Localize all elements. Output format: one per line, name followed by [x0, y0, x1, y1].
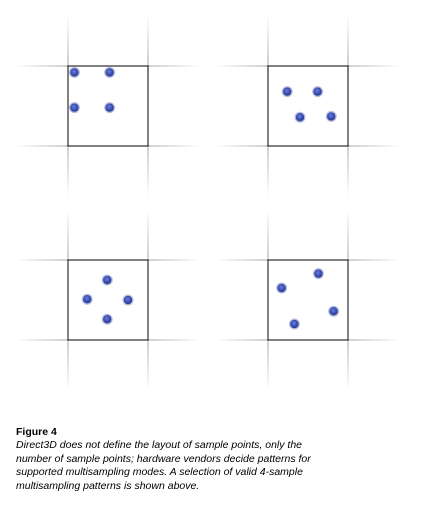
- sample-point: [313, 87, 322, 96]
- sample-point: [123, 295, 133, 305]
- figure-caption: Figure 4 Direct3D does not define the la…: [16, 426, 336, 493]
- sample-point: [329, 307, 338, 316]
- pixel-border: [267, 259, 349, 341]
- sample-point: [290, 319, 299, 329]
- sample-point: [83, 295, 92, 304]
- figure-caption-text: Direct3D does not define the layout of s…: [16, 439, 311, 492]
- sample-point: [283, 87, 292, 96]
- sample-point: [103, 275, 112, 285]
- sample-pattern-panel: [16, 208, 200, 392]
- pixel-border: [67, 259, 149, 341]
- sample-point: [103, 315, 112, 324]
- sample-point: [295, 113, 305, 122]
- sample-point: [70, 103, 79, 112]
- pixel-border: [67, 65, 149, 147]
- sample-point: [314, 269, 323, 278]
- figure-label: Figure 4: [16, 426, 57, 438]
- sample-point: [105, 103, 114, 112]
- sample-pattern-panel: [16, 14, 200, 198]
- pixel-border: [267, 65, 349, 147]
- sample-pattern-panel: [216, 14, 400, 198]
- sample-point: [70, 68, 79, 77]
- sample-pattern-panel: [216, 208, 400, 392]
- sample-point: [327, 112, 336, 121]
- sample-point: [277, 283, 286, 293]
- sample-point: [105, 68, 114, 77]
- sampling-patterns-diagram: [16, 14, 400, 392]
